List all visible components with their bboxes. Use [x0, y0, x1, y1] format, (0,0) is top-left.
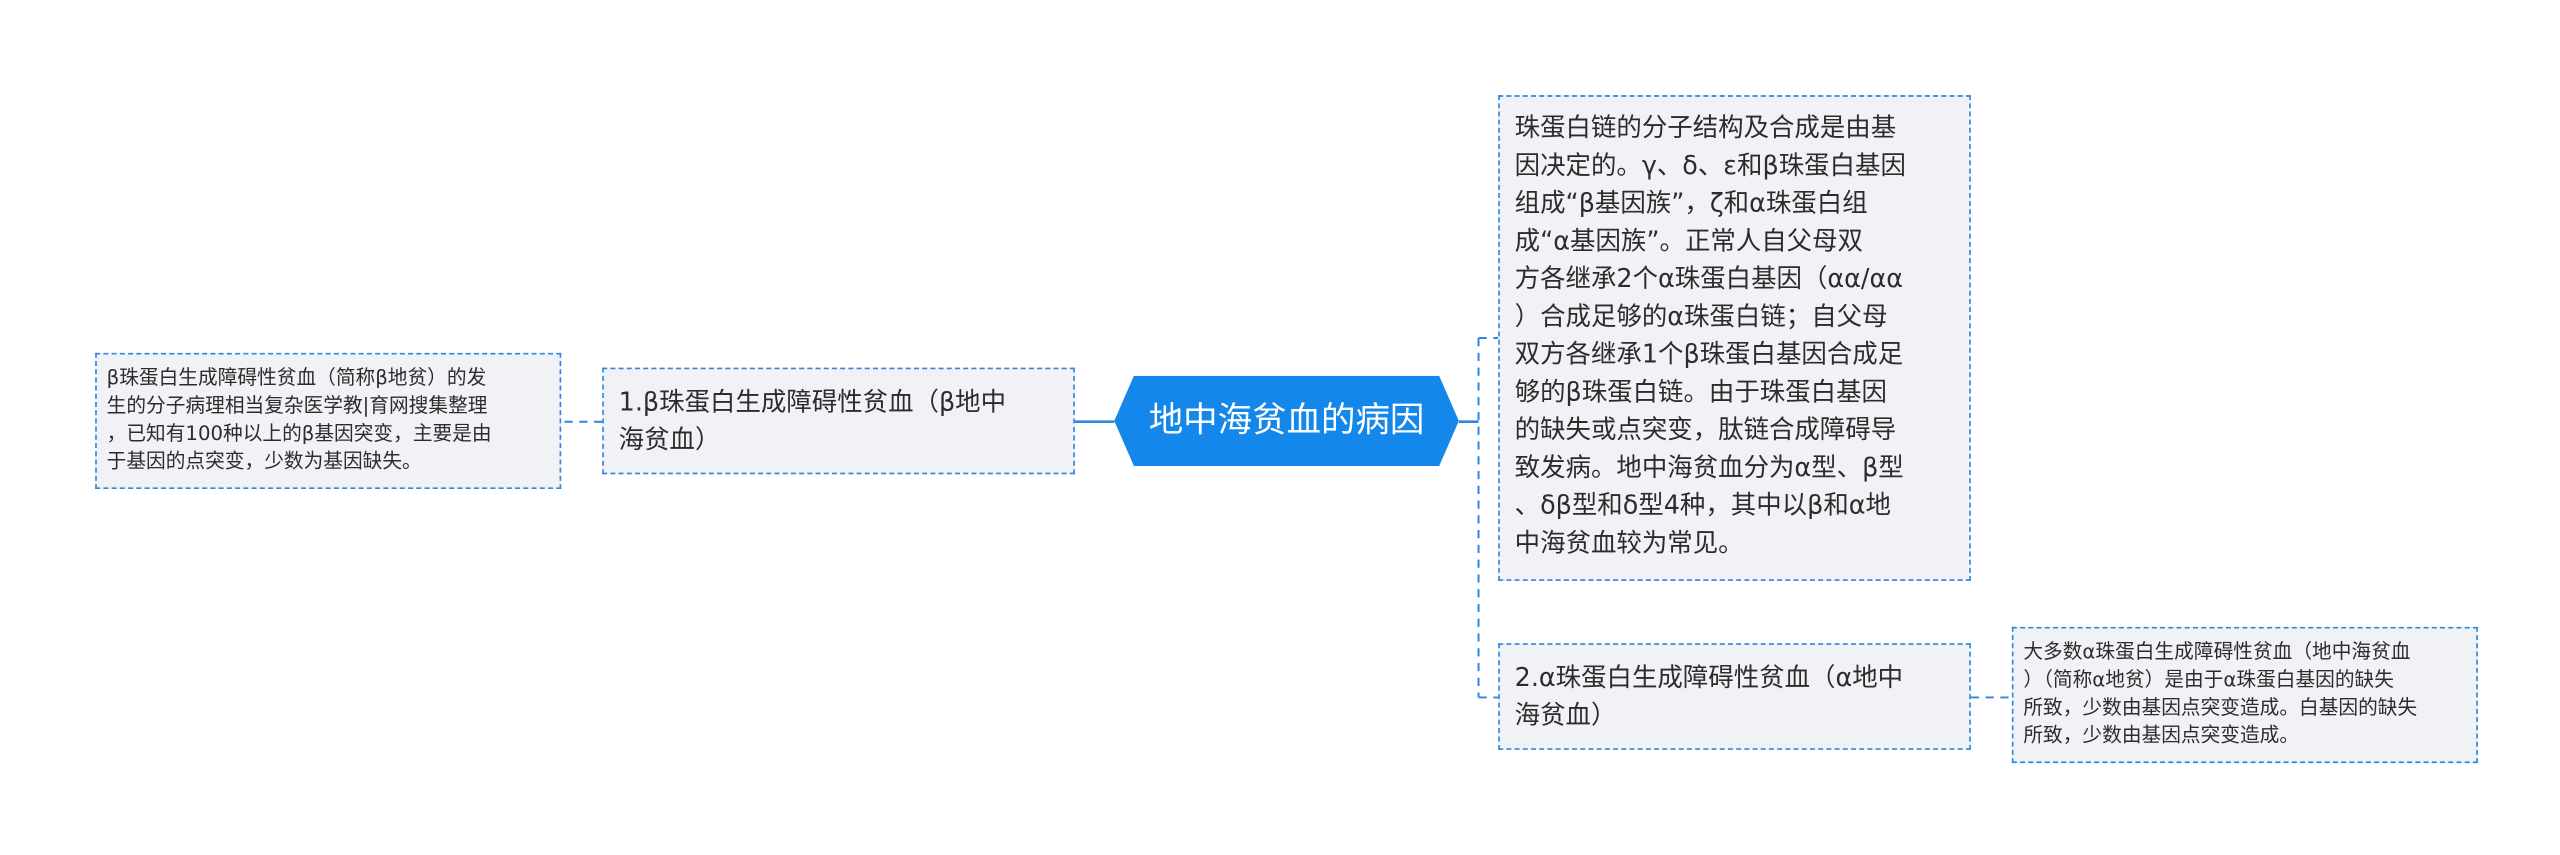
detail-beta-thalassemia-text: β珠蛋白生成障碍性贫血（简称β地贫）的发 生的分子病理相当复杂医学教|育网搜集整… — [106, 365, 492, 473]
root-topic-label: 地中海贫血的病因 — [1148, 400, 1425, 440]
detail-alpha-thalassemia-text: 大多数α珠蛋白生成障碍性贫血（地中海贫血 ）（简称α地贫）是由于α珠蛋白基因的缺… — [2023, 639, 2418, 747]
detail-alpha-thalassemia[interactable]: 大多数α珠蛋白生成障碍性贫血（地中海贫血 ）（简称α地贫）是由于α珠蛋白基因的缺… — [2011, 626, 2478, 764]
topic-globin-genetics-text: 珠蛋白链的分子结构及合成是由基 因决定的。γ、δ、ε和β珠蛋白基因 组成“β基因… — [1514, 113, 1906, 558]
detail-beta-thalassemia[interactable]: β珠蛋白生成障碍性贫血（简称β地贫）的发 生的分子病理相当复杂医学教|育网搜集整… — [95, 352, 562, 490]
topic-alpha-thalassemia[interactable]: 2.α珠蛋白生成障碍性贫血（α地中 海贫血） — [1498, 643, 1971, 750]
topic-beta-thalassemia-label: 1.β珠蛋白生成障碍性贫血（β地中 海贫血） — [618, 387, 1007, 455]
root-topic[interactable]: 地中海贫血的病因 — [1114, 375, 1459, 467]
topic-globin-genetics[interactable]: 珠蛋白链的分子结构及合成是由基 因决定的。γ、δ、ε和β珠蛋白基因 组成“β基因… — [1498, 95, 1971, 581]
topic-beta-thalassemia[interactable]: 1.β珠蛋白生成障碍性贫血（β地中 海贫血） — [602, 367, 1075, 475]
topic-alpha-thalassemia-label: 2.α珠蛋白生成障碍性贫血（α地中 海贫血） — [1514, 662, 1904, 731]
